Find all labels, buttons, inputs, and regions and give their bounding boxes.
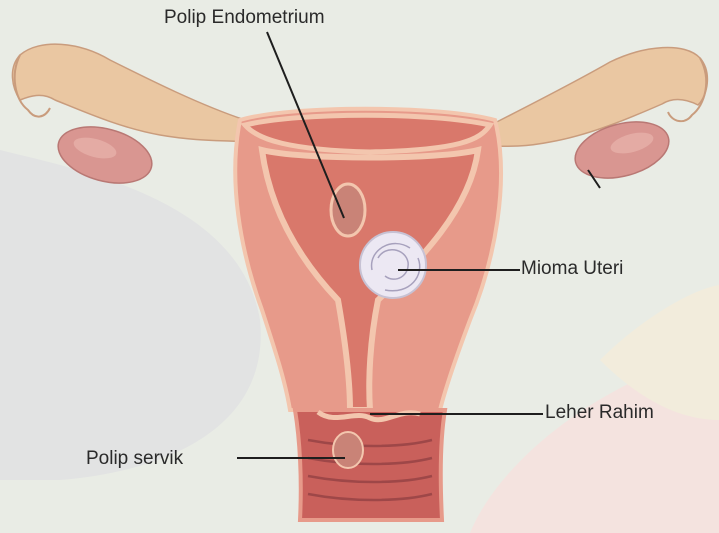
right-fallopian-tube <box>485 47 707 146</box>
label-polip-endometrium: Polip Endometrium <box>164 8 325 27</box>
label-polip-servik: Polip servik <box>86 449 183 468</box>
label-leher-rahim: Leher Rahim <box>545 403 654 422</box>
background-shape-left <box>0 150 261 480</box>
label-mioma-uteri: Mioma Uteri <box>521 259 623 278</box>
left-fallopian-tube <box>12 44 245 142</box>
cervical-polyp <box>333 432 363 468</box>
endometrial-polyp <box>331 184 365 236</box>
uterine-myoma <box>360 232 426 298</box>
